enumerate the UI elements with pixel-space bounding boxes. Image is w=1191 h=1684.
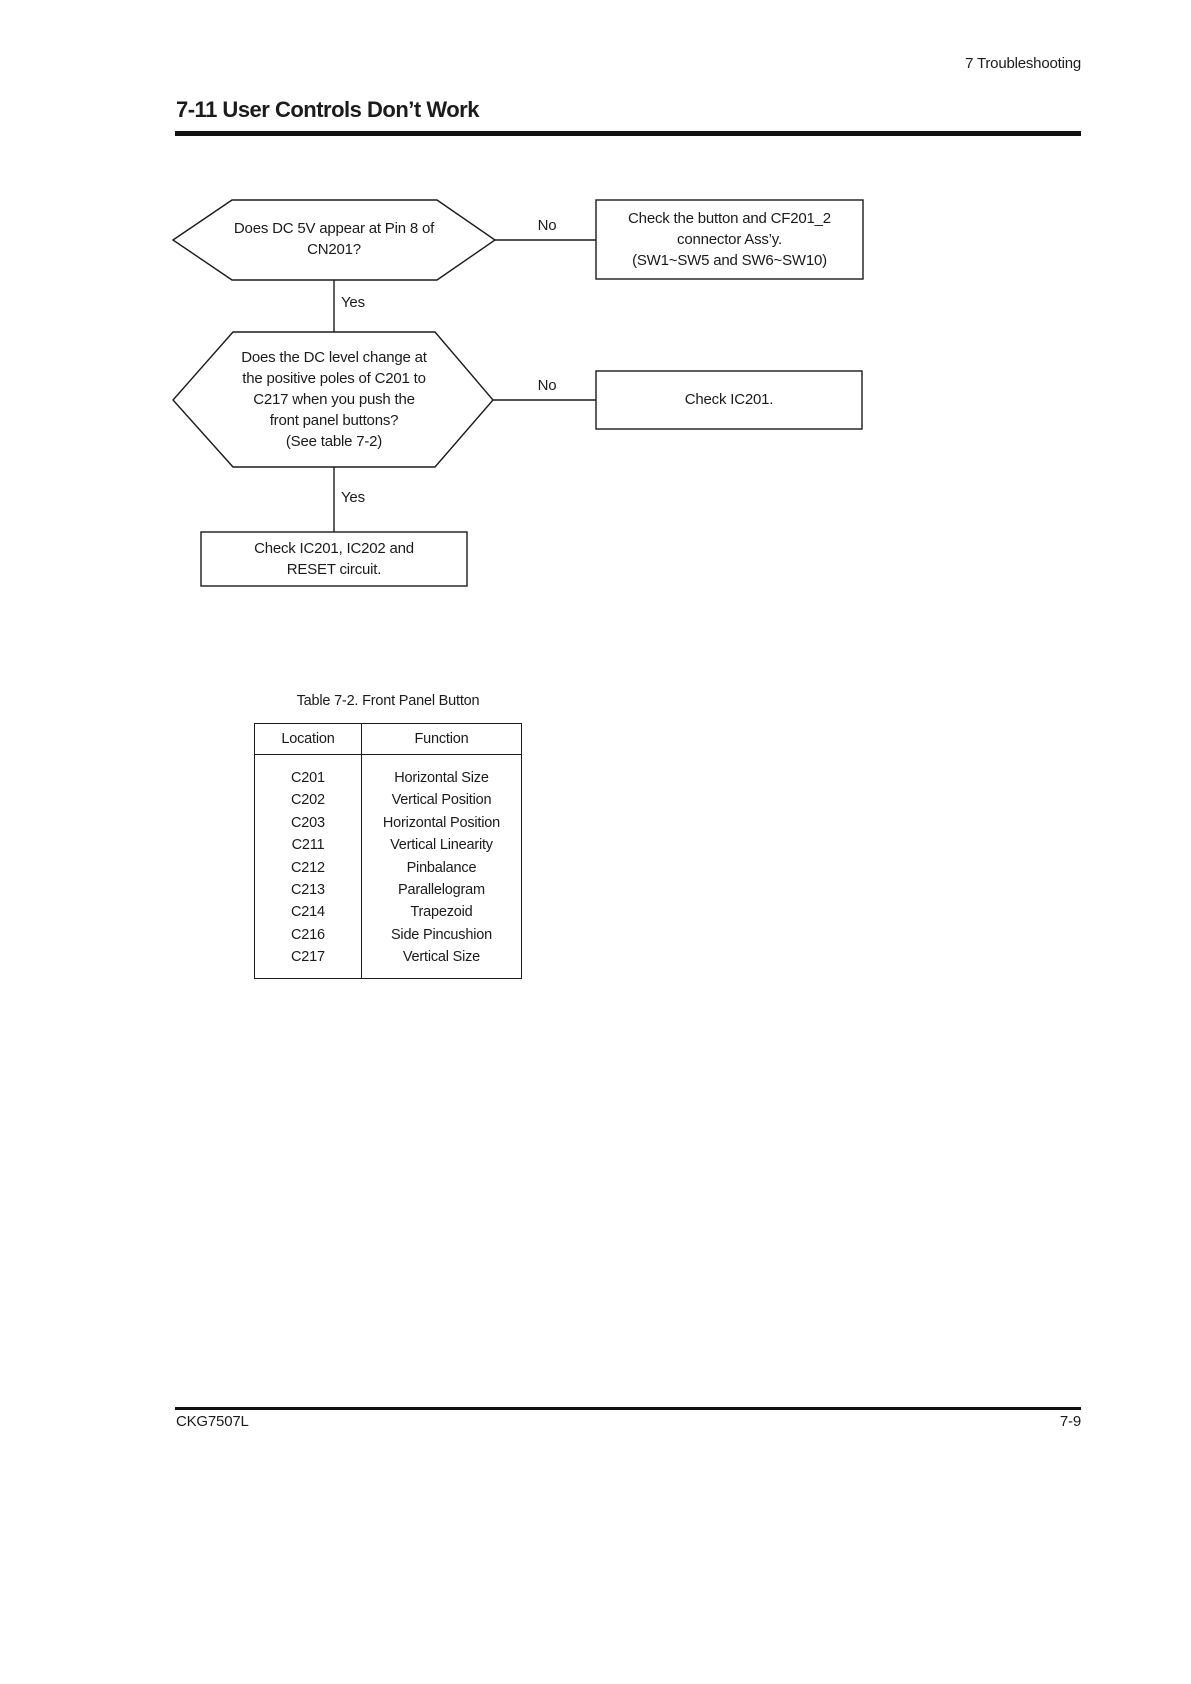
table-cell-function: Side Pincushion [390,926,492,943]
table-header-function: Function [414,731,469,747]
table-cell-function: Horizontal Position [382,814,500,831]
table-cell-location: C213 [291,882,325,899]
edge-label-no-1: No [537,217,557,234]
decision-1-shape [171,199,497,281]
title-rule [175,131,1081,136]
action-2-shape [595,370,863,430]
edge-label-yes-2: Yes [341,489,365,506]
running-header: 7 Troubleshooting [965,55,1081,72]
table-column-location: C201 C202 C203 C211 C212 C213 C214 C216 … [255,755,362,978]
action-1-text: Check the button and CF201_2 connector A… [628,210,831,269]
table-cell-function: Pinbalance [406,859,477,876]
table-caption: Table 7-2. Front Panel Button [296,693,480,709]
table-cell-function: Vertical Position [391,792,492,809]
footer-rule [175,1407,1081,1410]
action-2-text: Check IC201. [684,391,774,408]
table-cell-location: C211 [291,837,325,854]
action-3-shape [200,531,468,587]
table-header-location: Location [255,724,362,754]
table-cell-function: Vertical Linearity [390,837,493,854]
table-cell-location: C202 [291,792,325,809]
table-cell-function: Parallelogram [398,882,485,899]
decision-1-text: Does DC 5V appear at Pin 8 of CN201? [233,220,435,258]
table-cell-location: C216 [291,926,325,943]
table-cell-function: Horizontal Size [394,770,489,786]
table-header-row: Location Function [255,724,521,755]
edge-label-no-2: No [537,377,557,394]
table-cell-function: Trapezoid [410,904,473,921]
table-body: C201 C202 C203 C211 C212 C213 C214 C216 … [255,755,521,978]
table-cell-location: C203 [291,814,325,831]
front-panel-button-table: Location Function C201 C202 C203 C211 C2… [254,723,522,979]
action-1-shape [595,199,864,280]
action-3-text: Check IC201, IC202 and RESET circuit. [254,540,414,578]
table-cell-location: C214 [291,904,325,921]
flowchart-canvas [171,199,864,587]
decision-2-shape [172,331,494,468]
footer-document-code: CKG7507L [176,1413,249,1430]
footer-page-number: 7-9 [1059,1413,1081,1430]
edge-label-yes-1: Yes [341,294,365,311]
decision-2-text: Does the DC level change at the positive… [241,349,427,450]
page-title: 7-11 User Controls Don’t Work [176,97,479,122]
table-cell-location: C217 [291,949,325,966]
table-column-function: Horizontal Size Vertical Position Horizo… [362,755,521,978]
table-cell-location: C201 [291,770,325,786]
table-cell-function: Vertical Size [402,949,481,966]
table-cell-location: C212 [291,859,325,876]
